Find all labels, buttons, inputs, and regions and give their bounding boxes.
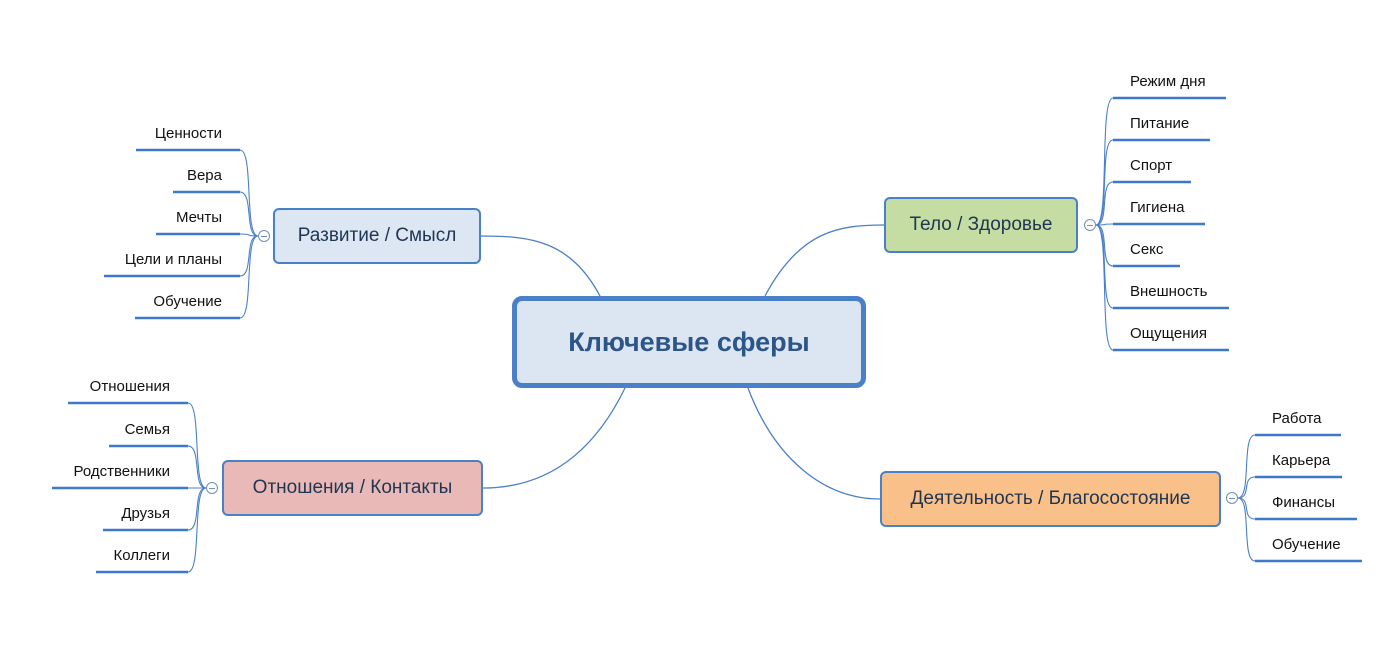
leaf-topic[interactable]: Ощущения (1130, 325, 1207, 342)
leaf-connector (1237, 434, 1256, 499)
leaf-topic[interactable]: Режим дня (1130, 73, 1206, 90)
branch-razvitie[interactable]: Развитие / Смысл (273, 208, 481, 264)
leaf-connector (1237, 497, 1256, 520)
leaf-topic[interactable]: Отношения (89, 378, 170, 395)
leaf-topic[interactable]: Обучение (153, 293, 222, 310)
leaf-topic[interactable]: Обучение (1272, 536, 1341, 553)
branch-deyatelnost[interactable]: Деятельность / Благосостояние (880, 471, 1221, 527)
branch-label: Развитие / Смысл (297, 225, 457, 246)
leaf-topic[interactable]: Ценности (154, 125, 222, 142)
leaf-topic[interactable]: Цели и планы (124, 251, 222, 268)
connector-central-otnosheniya (482, 387, 626, 489)
minus-circle-icon[interactable] (258, 230, 270, 242)
leaf-connector (1095, 181, 1114, 226)
leaf-topic[interactable]: Внешность (1130, 283, 1208, 300)
connector-central-deyatelnost (747, 387, 881, 500)
leaf-topic[interactable]: Финансы (1272, 494, 1335, 511)
branch-otnosheniya[interactable]: Отношения / Контакты (222, 460, 483, 516)
leaf-connector (187, 445, 207, 489)
branch-label: Тело / Здоровье (909, 214, 1053, 235)
central-topic-label: Ключевые сферы (568, 326, 810, 357)
branch-telo[interactable]: Тело / Здоровье (884, 197, 1078, 253)
leaf-topic[interactable]: Коллеги (113, 547, 170, 564)
leaf-topic[interactable]: Секс (1130, 241, 1164, 258)
leaf-connector (187, 487, 207, 573)
branch-label: Деятельность / Благосостояние (910, 488, 1191, 509)
leaf-topic[interactable]: Питание (1130, 115, 1190, 132)
leaf-connector (187, 402, 207, 489)
leaf-topic[interactable]: Друзья (121, 505, 170, 522)
leaf-connector (239, 235, 259, 319)
leaf-topic[interactable]: Родственники (73, 463, 170, 480)
leaf-topic[interactable]: Гигиена (1130, 199, 1185, 216)
leaf-connector (1237, 497, 1256, 562)
leaf-connector (1237, 476, 1256, 499)
connector-central-telo (764, 224, 885, 297)
minus-circle-icon[interactable] (1084, 219, 1096, 231)
leaf-connector (1095, 223, 1114, 226)
connector-central-razvitie (480, 235, 601, 297)
leaf-topic[interactable]: Карьера (1272, 452, 1331, 469)
leaf-connector (1095, 139, 1114, 226)
central-topic[interactable]: Ключевые сферы (512, 296, 866, 388)
leaf-topic[interactable]: Мечты (176, 209, 222, 226)
minus-circle-icon[interactable] (206, 482, 218, 494)
leaf-connector (239, 149, 259, 237)
leaf-connector (1095, 224, 1114, 351)
leaf-topic[interactable]: Работа (1272, 410, 1322, 427)
leaf-connector (239, 233, 259, 237)
leaf-connector (1095, 97, 1114, 226)
leaf-topic[interactable]: Вера (186, 167, 222, 184)
leaf-topic[interactable]: Спорт (1130, 157, 1173, 174)
minus-circle-icon[interactable] (1226, 492, 1238, 504)
leaf-connector (239, 191, 259, 237)
leaf-topic[interactable]: Семья (124, 421, 170, 438)
branch-label: Отношения / Контакты (252, 477, 453, 498)
